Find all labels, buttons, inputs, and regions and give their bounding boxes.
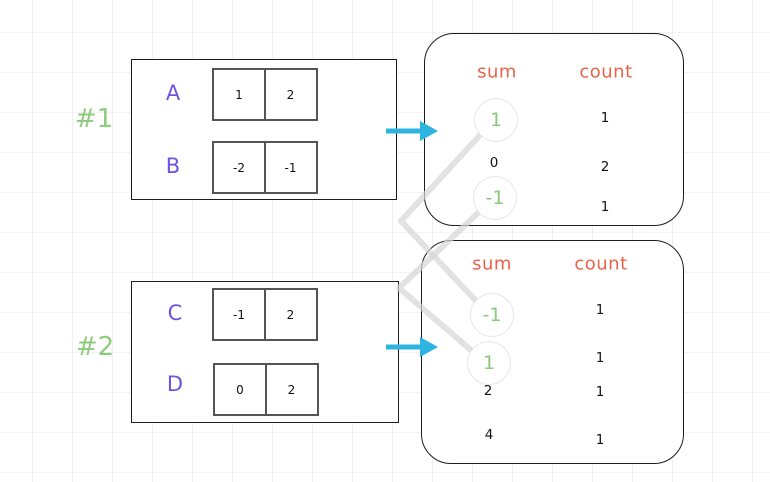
array-b-cells: -2 -1: [212, 141, 318, 194]
result-2-sum--1-highlighted: -1: [470, 293, 514, 337]
array-c-cells: -1 2: [212, 288, 318, 341]
array-d-cells: 0 2: [213, 363, 319, 416]
result-2-box: [421, 240, 684, 464]
arrow-right-icon: [386, 337, 438, 357]
array-a-cells: 1 2: [212, 68, 318, 121]
result-2-count-row-2: 1: [595, 384, 605, 400]
result-2-count-row-1: 1: [595, 350, 605, 366]
result-1-count-row-1: 2: [600, 159, 610, 175]
array-a-cell-1: 2: [263, 68, 318, 121]
array-d-label: D: [166, 372, 184, 396]
result-2-sum-row-3: 4: [484, 427, 494, 443]
arrow-right-icon: [386, 121, 438, 141]
array-d-cell-0: 0: [213, 363, 267, 416]
array-b-cell-0: -2: [212, 141, 266, 194]
result-1-count-header: count: [579, 61, 633, 83]
group-1-tag: #1: [74, 104, 114, 134]
result-2-count-row-0: 1: [595, 302, 605, 318]
result-1-count-row-0: 1: [600, 110, 610, 126]
result-1-sum--1-highlighted: -1: [473, 176, 517, 220]
result-2-sum-row-2: 2: [483, 383, 493, 399]
result-1-sum-row-1: 0: [489, 155, 499, 171]
array-b-cell-1: -1: [263, 141, 318, 194]
result-1-count-row-2: 1: [600, 199, 610, 215]
array-a-label: A: [165, 81, 181, 105]
result-1-sum-1-highlighted: 1: [474, 98, 518, 142]
array-c-label: C: [167, 301, 183, 325]
array-b-label: B: [165, 154, 181, 178]
array-c-cell-1: 2: [263, 288, 318, 341]
result-2-count-row-3: 1: [595, 432, 605, 448]
result-1-box: [424, 33, 684, 226]
result-2-count-header: count: [574, 253, 628, 275]
array-c-cell-0: -1: [212, 288, 266, 341]
result-1-sum-header: sum: [477, 61, 517, 83]
result-2-sum-1-highlighted: 1: [467, 341, 511, 385]
group-2-tag: #2: [75, 332, 115, 362]
result-2-sum-header: sum: [472, 253, 512, 275]
array-a-cell-0: 1: [212, 68, 266, 121]
array-d-cell-1: 2: [264, 363, 319, 416]
